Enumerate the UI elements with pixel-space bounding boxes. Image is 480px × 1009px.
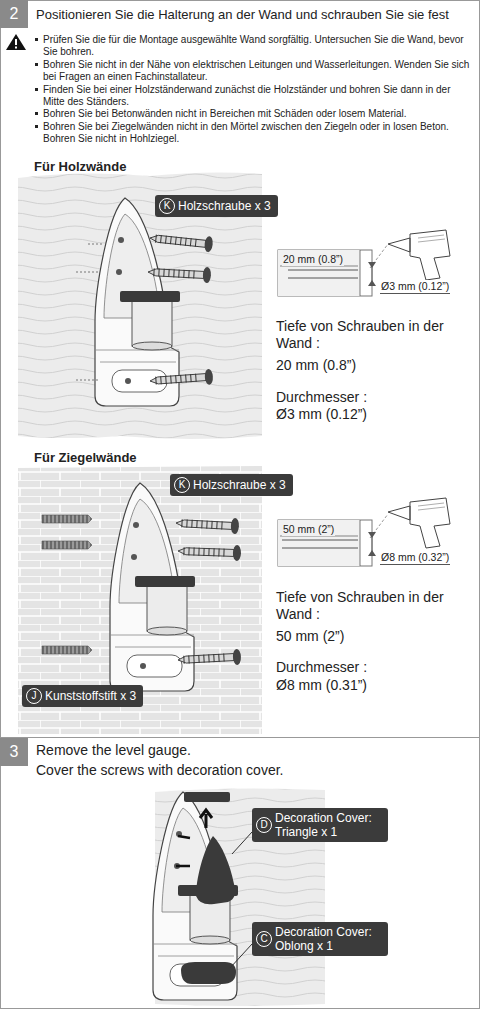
callout-text: Kunststoffstift x 3: [45, 689, 136, 703]
wood-screw: [149, 230, 213, 252]
wood-screw: [149, 369, 213, 389]
part-callout: KHolzschraube x 3: [170, 474, 293, 496]
callout-letter: J: [26, 688, 42, 704]
callout-text: Decoration Cover: Triangle x 1: [275, 811, 381, 839]
spec-text: Durchmesser :: [276, 659, 367, 676]
warning-bullet: Bohren Sie nicht in der Nähe von elektri…: [34, 59, 472, 84]
step-number-box: 3: [0, 738, 28, 766]
step-title: Positionieren Sie die Halterung an der W…: [36, 7, 449, 23]
wood-screw: [178, 649, 242, 668]
step-text: Cover the screws with decoration cover.: [36, 762, 283, 779]
step-number-box: 2: [0, 0, 28, 28]
spec-text: Ø8 mm (0.31”): [276, 677, 367, 694]
dimension-label: 50 mm (2”): [282, 523, 335, 536]
part-callout: JKunststoffstift x 3: [22, 685, 143, 707]
plastic-dowel: [42, 541, 92, 549]
drill-icon: [388, 498, 450, 548]
step-number: 2: [10, 5, 19, 23]
step-text: Remove the level gauge.: [36, 742, 191, 759]
spec-text: Tiefe von Schrauben in der Wand :: [276, 589, 466, 623]
spec-text: Tiefe von Schrauben in der Wand :: [276, 318, 466, 352]
section-heading: Für Ziegelwände: [34, 450, 137, 466]
warning-bullet: Prüfen Sie die für die Montage ausgewähl…: [34, 34, 472, 59]
spec-text: Ø3 mm (0.12”): [276, 406, 367, 423]
drill-icon: [388, 230, 450, 280]
warning-bullet: Bohren Sie bei Betonwänden nicht in Bere…: [34, 108, 472, 120]
warning-bullet: Bohren Sie bei Ziegelwänden nicht in den…: [34, 121, 472, 146]
dimension-label: 20 mm (0.8”): [282, 253, 344, 266]
callout-text: Holzschraube x 3: [193, 478, 286, 492]
plastic-dowel: [42, 515, 92, 523]
wood-screw: [176, 515, 240, 534]
dimension-label: Ø3 mm (0.12”): [380, 280, 450, 294]
part-callout: CDecoration Cover: Oblong x 1: [252, 922, 388, 956]
wall-bracket: [153, 792, 238, 1000]
wall-bracket: [95, 198, 180, 406]
spec-text: 50 mm (2”): [276, 628, 344, 645]
wood-screw: [178, 543, 242, 561]
part-callout: DDecoration Cover: Triangle x 1: [252, 808, 388, 842]
warning-list: Prüfen Sie die für die Montage ausgewähl…: [34, 34, 472, 146]
spec-text: Durchmesser :: [276, 389, 367, 406]
section-heading: Für Holzwände: [34, 159, 126, 175]
spec-text: 20 mm (0.8”): [276, 357, 356, 374]
callout-letter: C: [256, 931, 272, 947]
callout-letter: K: [159, 198, 175, 214]
warning-bullet: Finden Sie bei einer Holzständerwand zun…: [34, 84, 472, 109]
callout-text: Holzschraube x 3: [178, 199, 271, 213]
callout-letter: K: [174, 477, 190, 493]
part-callout: KHolzschraube x 3: [155, 195, 278, 217]
callout-text: Decoration Cover: Oblong x 1: [275, 925, 381, 953]
dimension-label: Ø8 mm (0.32”): [380, 551, 450, 565]
callout-letter: D: [256, 817, 272, 833]
step-number: 3: [10, 743, 19, 761]
wood-screw: [148, 264, 212, 283]
plastic-dowel: [42, 646, 92, 654]
